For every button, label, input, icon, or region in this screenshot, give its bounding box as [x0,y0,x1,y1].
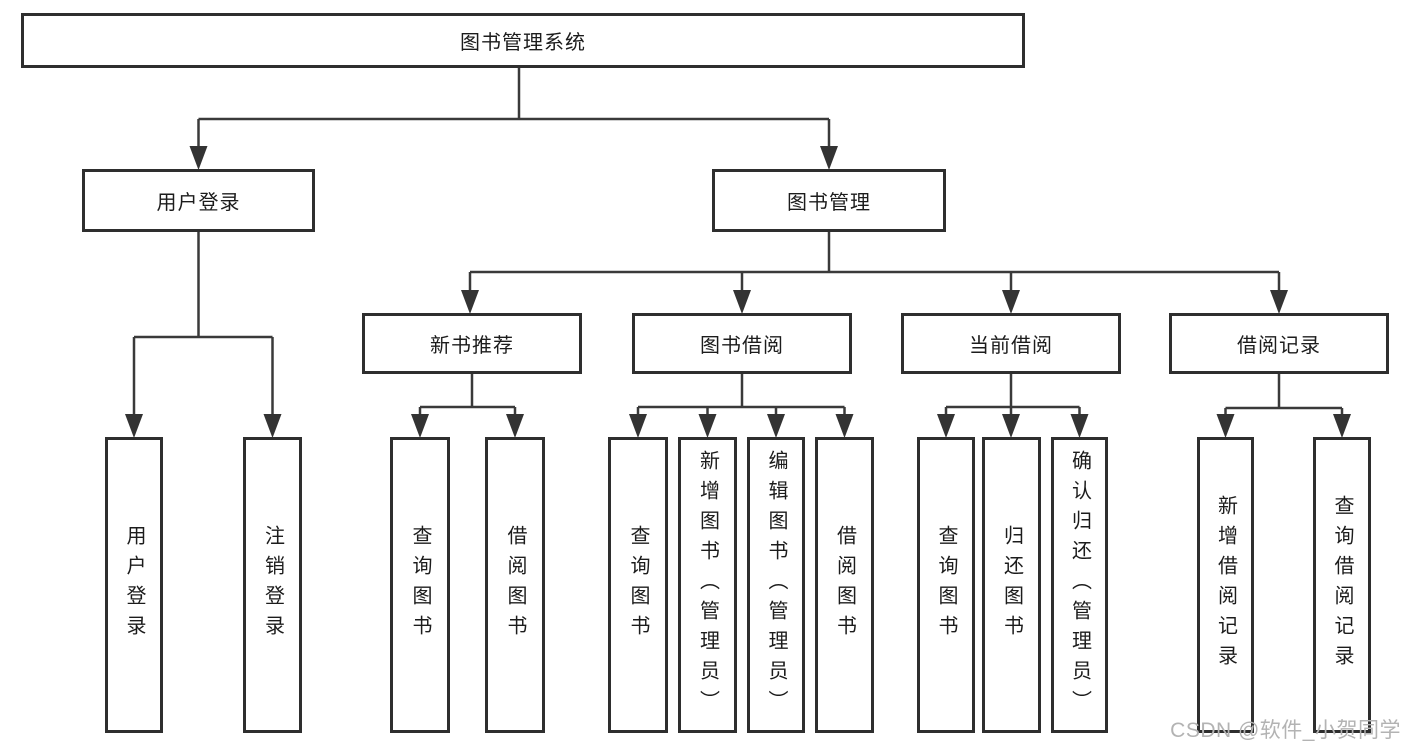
arrowhead [189,146,208,170]
node-root-label: 图书管理系统 [460,32,586,54]
leaf-add-borrow-record-label: 新增借阅记录 [1214,495,1237,675]
node-cur-borrow-label: 当前借阅 [969,335,1053,357]
connector-user-login-children [125,232,282,438]
leaf-query-book-3: 查询图书 [917,437,975,733]
arrowhead [1002,290,1020,314]
arrowhead [1070,414,1089,438]
arrowhead [733,290,751,314]
arrowhead [698,414,717,438]
arrowhead [1216,414,1235,438]
leaf-query-book-3-label: 查询图书 [935,525,957,645]
arrowhead [629,414,647,438]
node-book-borrow-label: 图书借阅 [700,335,784,357]
connector-borrow-rec-children [1216,374,1351,438]
arrowhead [767,414,785,438]
leaf-add-book-label: 新增图书（管理员） [696,450,719,720]
leaf-return-book: 归还图书 [982,437,1041,733]
node-book-mgmt: 图书管理 [712,169,946,232]
leaf-logout-label: 注销登录 [261,525,284,645]
leaf-query-borrow-record-label: 查询借阅记录 [1331,495,1353,675]
arrowhead [937,414,955,438]
leaf-borrow-book-2-label: 借阅图书 [833,525,856,645]
arrowhead [1002,414,1020,438]
arrowhead [1333,414,1351,438]
leaf-borrow-book-1-label: 借阅图书 [504,525,526,645]
arrowhead [461,290,479,314]
leaf-logout: 注销登录 [243,437,302,733]
leaf-return-book-label: 归还图书 [1000,525,1023,645]
leaf-confirm-return-label: 确认归还（管理员） [1068,450,1091,720]
leaf-query-book-1-label: 查询图书 [409,525,431,645]
node-borrow-rec-label: 借阅记录 [1237,335,1321,357]
arrowhead [263,414,282,438]
node-book-borrow: 图书借阅 [632,313,852,374]
node-cur-borrow: 当前借阅 [901,313,1121,374]
node-borrow-rec: 借阅记录 [1169,313,1389,374]
arrowhead [820,146,838,170]
node-book-mgmt-label: 图书管理 [787,192,871,214]
connector-book-borrow-children [629,374,854,438]
connector-book-mgmt-children [461,232,1288,314]
arrowhead [411,414,429,438]
leaf-query-book-2: 查询图书 [608,437,668,733]
connector-cur-borrow-children [937,374,1089,438]
arrowhead [125,414,143,438]
leaf-query-book-2-label: 查询图书 [627,525,649,645]
leaf-edit-book: 编辑图书（管理员） [747,437,805,733]
leaf-user-login: 用户登录 [105,437,163,733]
arrowhead [1270,290,1288,314]
node-user-login-label: 用户登录 [156,192,241,214]
arrowhead [506,414,524,438]
leaf-query-borrow-record: 查询借阅记录 [1313,437,1371,733]
connector-new-rec-children [411,374,524,438]
node-root: 图书管理系统 [21,13,1025,68]
leaf-query-book-1: 查询图书 [390,437,450,733]
node-user-login: 用户登录 [82,169,315,232]
leaf-user-login-label: 用户登录 [123,525,145,645]
leaf-add-book: 新增图书（管理员） [678,437,737,733]
leaf-add-borrow-record: 新增借阅记录 [1197,437,1254,733]
leaf-borrow-book-2: 借阅图书 [815,437,874,733]
arrowhead [835,414,854,438]
node-new-rec: 新书推荐 [362,313,582,374]
connector-root-to-level1 [189,68,838,170]
leaf-borrow-book-1: 借阅图书 [485,437,545,733]
node-new-rec-label: 新书推荐 [430,335,514,357]
leaf-confirm-return: 确认归还（管理员） [1051,437,1108,733]
leaf-edit-book-label: 编辑图书（管理员） [765,450,787,720]
csdn-watermark: CSDN @软件_小贺同学 [1170,719,1401,742]
